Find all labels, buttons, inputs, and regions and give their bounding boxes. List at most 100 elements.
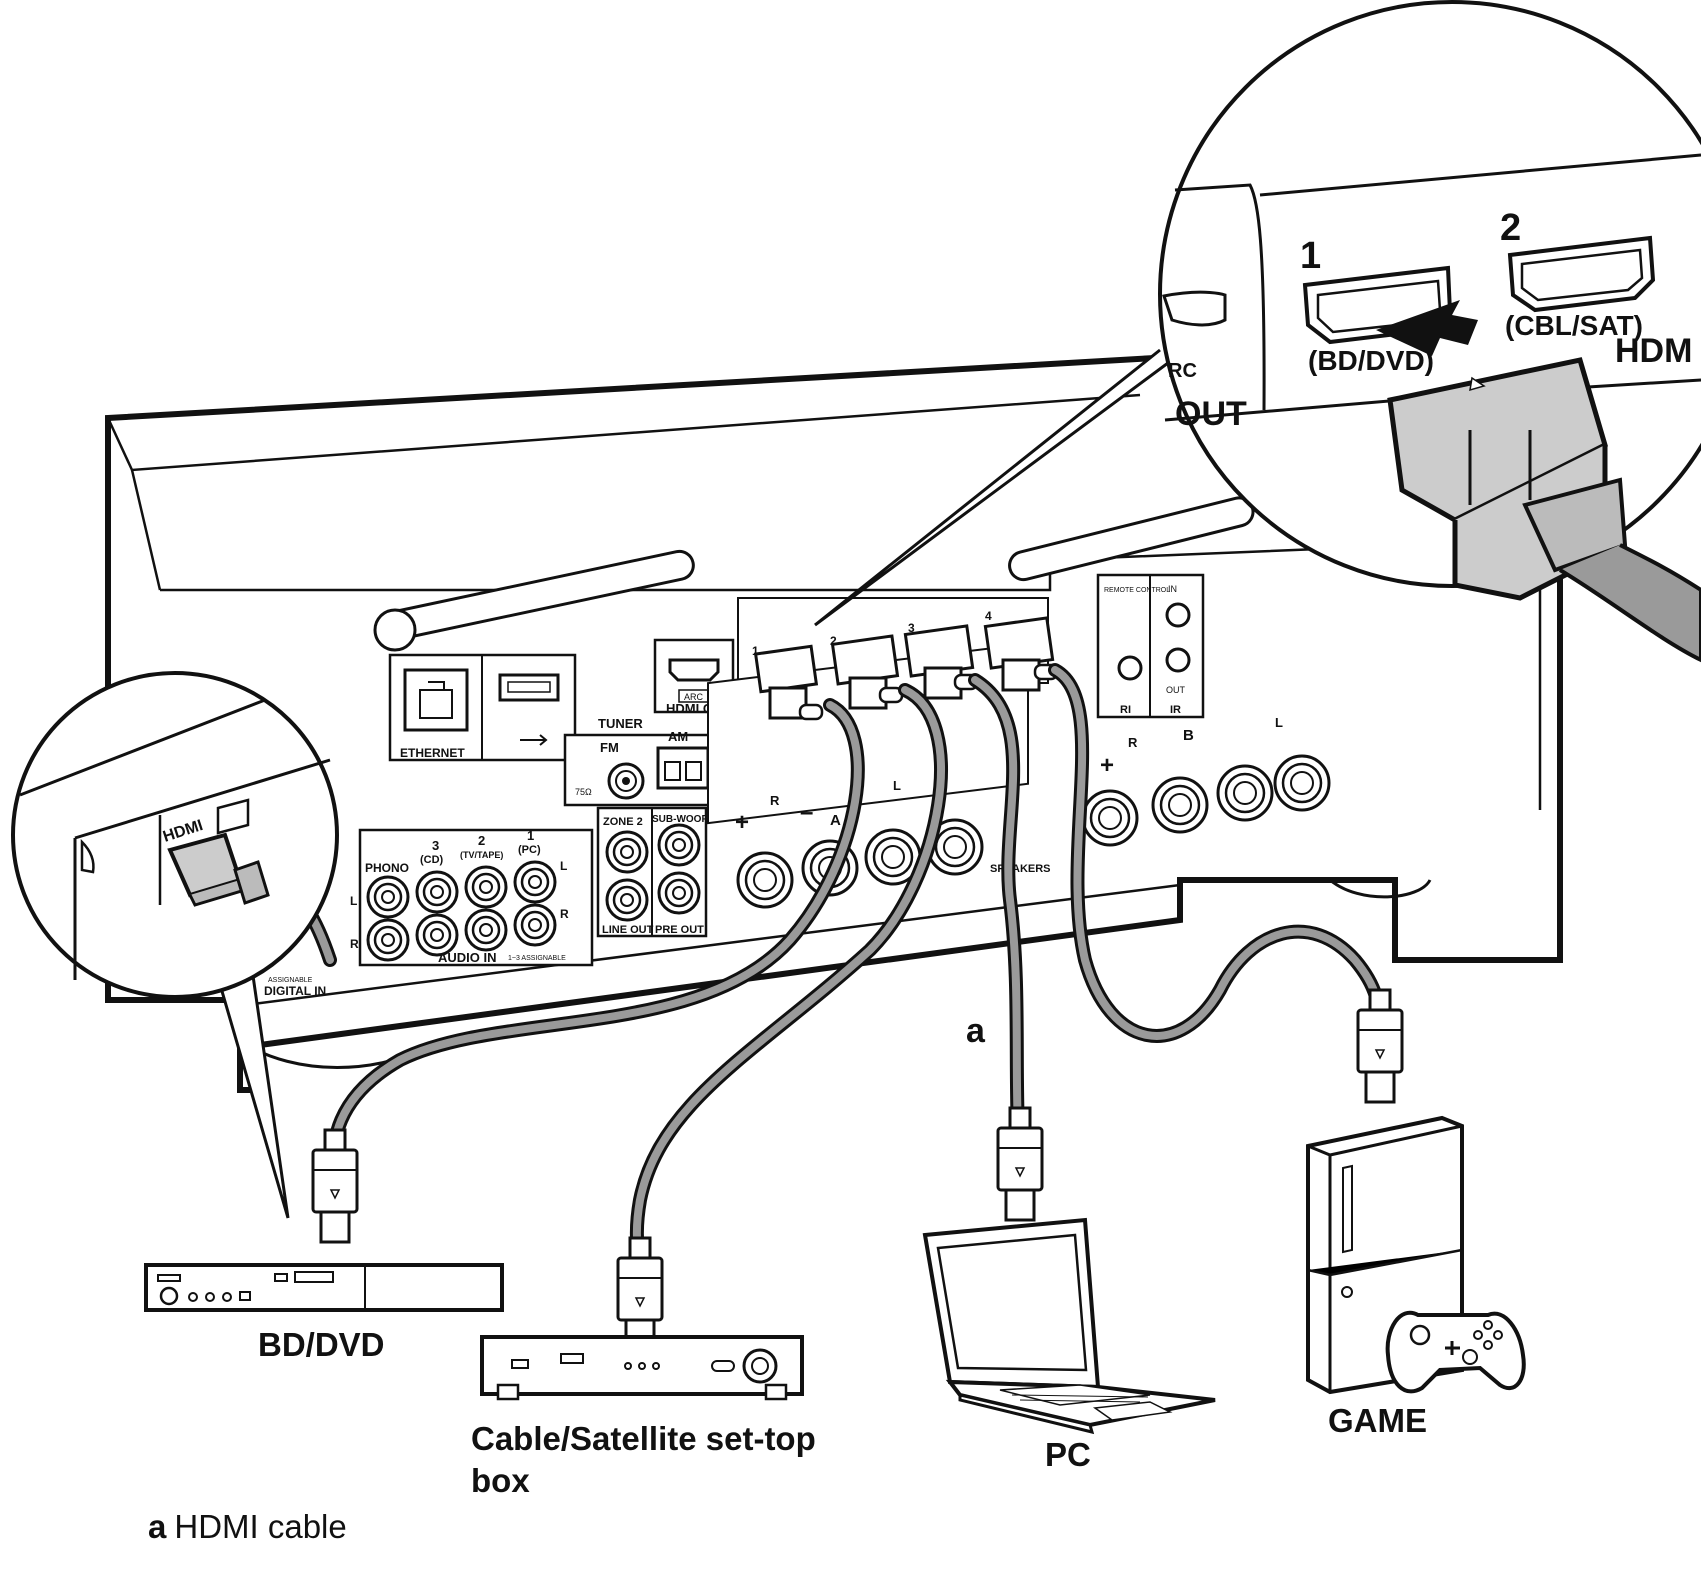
speaker-b-right-plus[interactable] xyxy=(1081,789,1139,847)
am-label: AM xyxy=(668,729,688,744)
phono-label: PHONO xyxy=(365,861,409,875)
zoom-callout-right: RC OUT 1 (BD/DVD) 2 (CBL/SAT) HDM xyxy=(814,0,1701,663)
bd-dvd-label: BD/DVD xyxy=(258,1326,385,1363)
hdmi-in-plug-3: 3 xyxy=(903,621,979,700)
audio-in-2-name: (TV/TAPE) xyxy=(460,850,503,860)
laptop-pc xyxy=(922,1217,1216,1435)
set-top-box xyxy=(480,1335,804,1401)
remote-ir-section: REMOTE CONTROL RI IN OUT IR xyxy=(1096,573,1205,719)
legend-key: a xyxy=(148,1508,167,1545)
zoom-left-hdmi-plug xyxy=(167,832,270,907)
speaker-a-minus-mark: – xyxy=(800,799,813,826)
ir-label: IR xyxy=(1170,704,1181,716)
speaker-a-label: A xyxy=(830,812,841,829)
speaker-b-right-minus[interactable] xyxy=(1151,776,1209,834)
pc-label: PC xyxy=(1045,1436,1091,1473)
arc-label: ARC xyxy=(684,692,704,702)
speaker-b-left-plus[interactable] xyxy=(1216,764,1274,822)
speaker-a-right-plus[interactable] xyxy=(736,851,794,909)
legend-text: HDMI cable xyxy=(174,1508,347,1545)
antenna-left xyxy=(373,549,695,652)
audio-in-right-mark: R xyxy=(560,907,569,921)
fm-antenna-jack[interactable] xyxy=(607,762,645,800)
set-top-box-label-line1: Cable/Satellite set-top xyxy=(471,1420,816,1457)
ir-in-jack[interactable] xyxy=(1165,602,1191,628)
hdmi-in-plug-1: 1 xyxy=(752,644,824,721)
hdmi-in-2-num: 2 xyxy=(830,634,837,648)
zoom-hdmi-in-2-port[interactable] xyxy=(1507,235,1656,313)
audio-in-3-name: (CD) xyxy=(420,854,444,866)
insert-arrow-icon xyxy=(1376,300,1478,356)
cable-callout-label: a xyxy=(966,1012,985,1050)
speaker-b-plus-mark: + xyxy=(1100,752,1114,779)
zoom-out-partial: OUT xyxy=(1175,395,1247,433)
audio-in-3-left-jack[interactable] xyxy=(415,870,459,914)
speaker-a-left-mark: L xyxy=(893,778,901,793)
ir-in-label: IN xyxy=(1168,584,1177,594)
hdmi-in-plug-2: 2 xyxy=(830,634,904,710)
zone2-label: ZONE 2 xyxy=(603,816,643,828)
game-label: GAME xyxy=(1328,1402,1427,1439)
hdmi-plug-bd-dvd xyxy=(311,1128,359,1244)
audio-in-note: 1~3 ASSIGNABLE xyxy=(508,955,566,962)
power-button-icon xyxy=(159,1286,179,1306)
usb-port[interactable] xyxy=(498,673,560,746)
audio-in-2-right-jack[interactable] xyxy=(464,908,508,952)
audio-in-2-num: 2 xyxy=(478,833,485,848)
am-antenna-terminal[interactable] xyxy=(656,746,710,790)
ir-out-jack[interactable] xyxy=(1165,647,1191,673)
audio-in-1-name: (PC) xyxy=(518,844,541,856)
ethernet-label: ETHERNET xyxy=(400,746,465,760)
bd-dvd-player xyxy=(144,1263,504,1312)
speaker-b-left-mark: L xyxy=(1275,715,1283,730)
subwoofer-jack-2[interactable] xyxy=(657,871,701,915)
hdmi-in-1-num: 1 xyxy=(752,644,759,658)
speaker-a-plus-mark: + xyxy=(735,809,749,836)
zoom-callout-left: HDMI xyxy=(11,671,339,1219)
phono-left-mark: L xyxy=(350,894,357,908)
audio-in-2-left-jack[interactable] xyxy=(464,865,508,909)
ri-label: RI xyxy=(1120,704,1131,716)
zoom-hdmi-partial: HDM xyxy=(1615,332,1692,370)
assignable-label: ASSIGNABLE xyxy=(268,977,313,984)
audio-in-label: AUDIO IN xyxy=(438,950,497,965)
touchpad xyxy=(1092,1401,1173,1421)
tuner-section: TUNER FM 75Ω AM xyxy=(563,716,727,807)
hdmi-in-3-num: 3 xyxy=(908,621,915,635)
subwoofer-label: SUB-WOOFER xyxy=(652,814,722,825)
phono-right-jack[interactable] xyxy=(366,918,410,962)
zone2-subwoofer-section: ZONE 2 SUB-WOOFER LINE OUT PRE OUT xyxy=(596,806,722,938)
ethernet-port[interactable] xyxy=(403,668,469,732)
zoom-port1-num: 1 xyxy=(1300,235,1321,277)
zoom-port1-name: (BD/DVD) xyxy=(1308,345,1434,376)
subwoofer-jack-1[interactable] xyxy=(657,823,701,867)
phono-left-jack[interactable] xyxy=(366,875,410,919)
av-receiver: ETHERNET ARC HDMI OUT TUNER FM 75Ω AM xyxy=(105,341,1563,1093)
speaker-b-right-mark: R xyxy=(1128,735,1138,750)
audio-in-3-right-jack[interactable] xyxy=(415,913,459,957)
audio-in-1-right-jack[interactable] xyxy=(513,903,557,947)
zone2-left-jack[interactable] xyxy=(605,830,649,874)
speaker-b-left-minus[interactable] xyxy=(1273,754,1331,812)
audio-in-1-left-jack[interactable] xyxy=(513,860,557,904)
speakers-label: SPEAKERS xyxy=(990,863,1051,875)
zoom-port2-num: 2 xyxy=(1500,207,1521,249)
phono-right-mark: R xyxy=(350,937,359,951)
zoom-port2-name: (CBL/SAT) xyxy=(1505,310,1643,341)
audio-in-1-num: 1 xyxy=(527,828,534,843)
speaker-a-right-mark: R xyxy=(770,793,780,808)
digital-in-label: DIGITAL IN xyxy=(264,984,326,998)
audio-in-section: PHONO 3 (CD) 2 (TV/TAPE) 1 (PC) L R L R … xyxy=(350,828,594,967)
hdmi-plug-game xyxy=(1356,988,1404,1104)
fm-label: FM xyxy=(600,740,619,755)
zone2-right-jack[interactable] xyxy=(605,878,649,922)
ri-jack[interactable] xyxy=(1117,655,1143,681)
remote-control-label: REMOTE CONTROL xyxy=(1104,587,1170,594)
audio-in-left-mark: L xyxy=(560,859,567,873)
line-out-label: LINE OUT xyxy=(602,924,654,936)
set-top-box-label-line2: box xyxy=(471,1462,530,1499)
zoom-hdmi-plug xyxy=(1387,357,1701,663)
game-console xyxy=(1306,1115,1526,1395)
